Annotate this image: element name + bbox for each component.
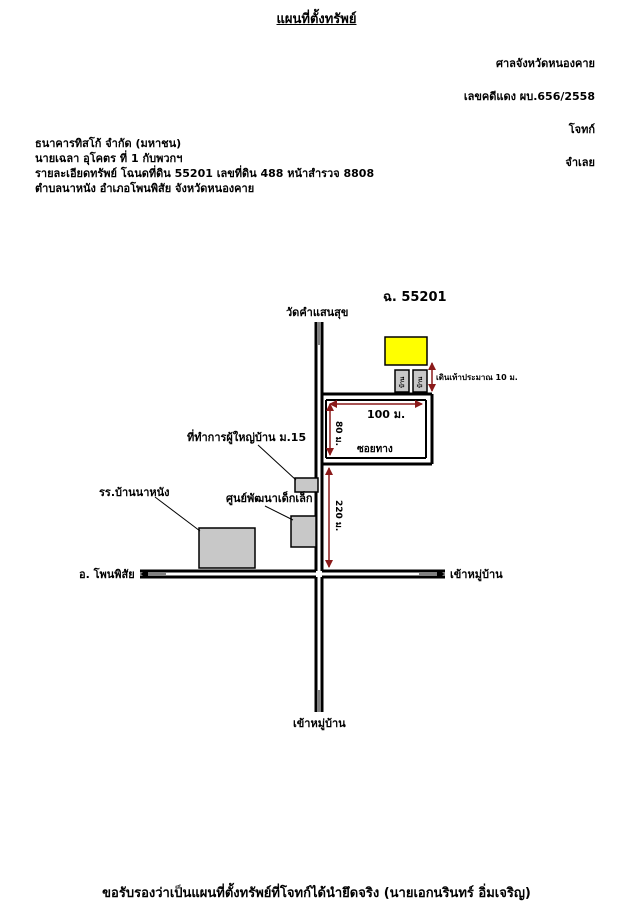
court-name: ศาลจังหวัดหนองคาย (495, 57, 595, 70)
distance-100-label: 100 ม. (367, 408, 405, 421)
road-north-south (314, 322, 324, 712)
plaintiff-name: ธนาคารทิสโก้ จำกัด (มหาชน) (35, 137, 182, 150)
village-head-office-building (294, 477, 319, 493)
property-plot (384, 336, 428, 366)
defendant-name: นายเฉลา อุโคตร ที่ 1 กับพวกฯ (35, 152, 183, 165)
house-2: บ้าน (412, 369, 428, 393)
certification-statement: ขอรับรองว่าเป็นแผนที่ตั้งทรัพย์ที่โจทก์ไ… (102, 886, 531, 901)
soi-label: ซอยทาง (357, 444, 393, 455)
school-building (198, 527, 256, 569)
west-direction-label: อ. โพนพิสัย (79, 567, 135, 581)
case-number: เลขคดีแดง ผบ.656/2558 (463, 90, 595, 103)
plaintiff-label: โจทก์ (568, 123, 595, 136)
village-head-office-label: ที่ทำการผู้ใหญ่บ้าน ม.15 (187, 429, 306, 445)
document-title: แผนที่ตั้งทรัพย์ (276, 12, 357, 27)
school-pointer (154, 496, 201, 532)
road-east-west (140, 569, 445, 579)
child-center-pointer (264, 505, 294, 521)
distance-80-label: 80 ม. (333, 421, 343, 446)
school-label: รร.บ้านนาหนัง (99, 486, 170, 499)
south-direction-label: เข้าหมู่บ้าน (293, 717, 346, 731)
distance-220-label: 220 ม. (333, 500, 343, 531)
property-location: ตำบลนาหนัง อำเภอโพนพิสัย จังหวัดหนองคาย (35, 182, 255, 195)
deed-label: ฉ. 55201 (383, 290, 447, 305)
property-detail: รายละเอียดทรัพย์ โฉนดที่ดิน 55201 เลขที่… (35, 167, 375, 180)
svg-text:บ้าน: บ้าน (398, 376, 406, 388)
east-direction-label: เข้าหมู่บ้าน (450, 568, 503, 582)
svg-text:บ้าน: บ้าน (416, 376, 424, 388)
village-head-office-pointer (257, 444, 297, 481)
child-center-label: ศูนย์พัฒนาเด็กเล็ก (226, 491, 313, 506)
temple-label: วัดคำแสนสุข (286, 306, 348, 320)
defendant-label: จำเลย (565, 156, 595, 169)
house-1: บ้าน (394, 369, 410, 393)
child-center-building (290, 515, 317, 548)
walk-distance-label: เดินเท้าประมาณ 10 ม. (436, 372, 518, 382)
